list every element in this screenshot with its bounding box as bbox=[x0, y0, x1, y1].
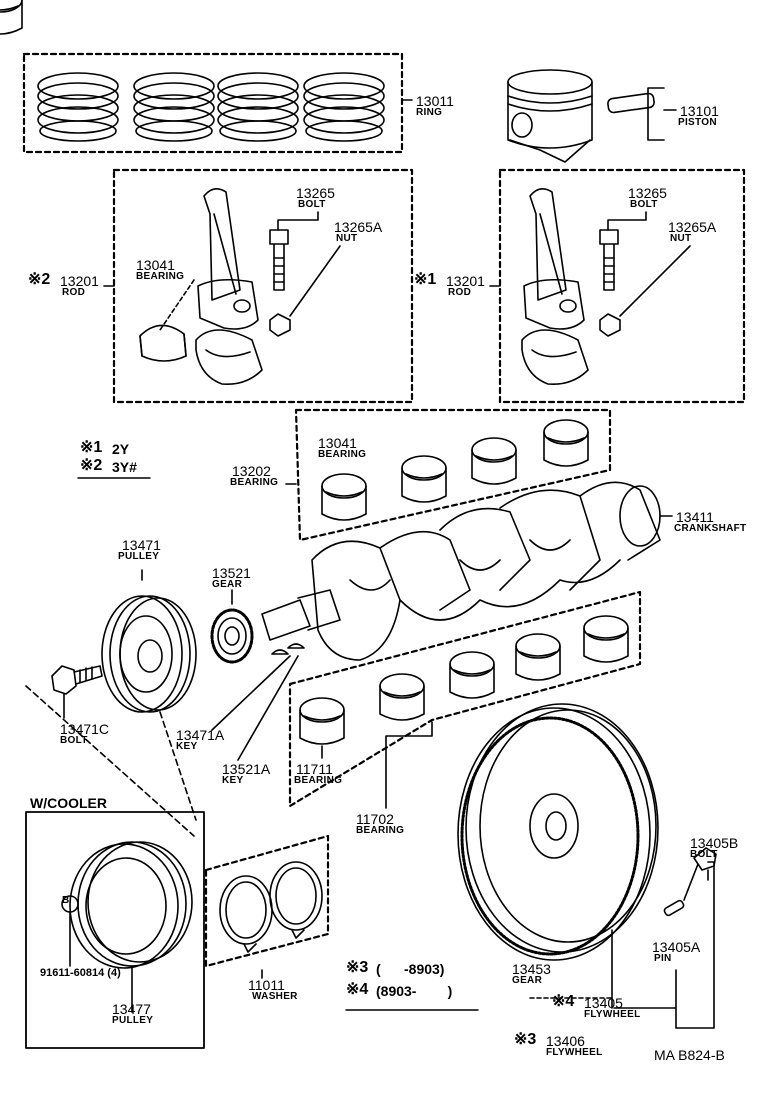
pulley-bolt-part-name: BOLT bbox=[60, 735, 88, 746]
timing-gear-drawing bbox=[210, 589, 305, 664]
note-1-text: 2Y bbox=[112, 441, 130, 457]
rod-right-part-number: 13201 bbox=[446, 273, 485, 289]
piston-part-name: PISTON bbox=[678, 117, 717, 128]
pin-part-name: PIN bbox=[654, 953, 672, 964]
crank-pulley-drawing bbox=[101, 569, 197, 713]
bolt-right-part-number: 13265 bbox=[628, 185, 667, 201]
rod-left-part-name: ROD bbox=[62, 287, 86, 298]
leader-lines bbox=[25, 655, 299, 837]
note-1-mark: ※1 bbox=[80, 439, 103, 456]
lower-bearing-set bbox=[288, 590, 642, 809]
rod-left-part-number: 13201 bbox=[60, 273, 99, 289]
rod-bearing-part-number: 13041 bbox=[136, 257, 175, 273]
lower-bearing-set-part-name: BEARING bbox=[356, 825, 405, 836]
ring-part-name: RING bbox=[416, 107, 443, 118]
washer-part-name: WASHER bbox=[252, 991, 298, 1002]
cooler-bolt-part-number: 91611-60814 (4) bbox=[40, 967, 121, 979]
gear-part-name: GEAR bbox=[212, 579, 243, 590]
diagram-code: MA B824-B bbox=[654, 1047, 725, 1063]
main-bearing-part-name: BEARING bbox=[294, 775, 343, 786]
connecting-rod-left bbox=[103, 168, 414, 404]
upper-bearing-part-name: BEARING bbox=[318, 449, 367, 460]
piston-drawing bbox=[507, 69, 677, 163]
ring-gear-part-name: GEAR bbox=[512, 975, 543, 986]
lower-bearing-set-part-number: 11702 bbox=[356, 811, 394, 827]
flywheel-4-mark: ※4 bbox=[552, 993, 575, 1010]
nut-right-part-number: 13265A bbox=[668, 219, 717, 235]
piston-part-number: 13101 bbox=[680, 103, 719, 119]
note-3-text: ( -8903) bbox=[376, 961, 445, 977]
nut-left-part-name: NUT bbox=[336, 233, 358, 244]
piston-ring-set bbox=[22, 52, 413, 154]
note-4-mark: ※4 bbox=[346, 981, 369, 998]
bolt-left-part-number: 13265 bbox=[296, 185, 335, 201]
key-a-part-number: 13471A bbox=[176, 727, 225, 743]
bearing-set-part-name: BEARING bbox=[230, 477, 279, 488]
pin-part-number: 13405A bbox=[652, 939, 701, 955]
upper-bearing-set bbox=[0, 0, 612, 542]
nut-left-part-number: 13265A bbox=[334, 219, 383, 235]
flywheel-3-part-number: 13406 bbox=[546, 1033, 585, 1049]
washer-part-number: 11011 bbox=[248, 977, 285, 993]
nut-right-part-name: NUT bbox=[670, 233, 692, 244]
bearing-set-part-number: 13202 bbox=[232, 463, 271, 479]
key-b-part-number: 13521A bbox=[222, 761, 271, 777]
note-2-mark: ※2 bbox=[80, 457, 103, 474]
pulley-bolt-drawing bbox=[51, 665, 103, 719]
cooler-pulley-box bbox=[25, 811, 205, 1049]
flywheel-4-part-number: 13405 bbox=[584, 995, 623, 1011]
crankshaft-drawing bbox=[261, 481, 673, 661]
note-2-text: 3Y# bbox=[112, 459, 137, 475]
main-bearing-part-number: 11711 bbox=[296, 761, 333, 777]
key-a-part-name: KEY bbox=[176, 741, 198, 752]
bolt-left-part-name: BOLT bbox=[298, 199, 326, 210]
w-cooler-label: W/COOLER bbox=[30, 795, 107, 811]
key-b-part-name: KEY bbox=[222, 775, 244, 786]
crankshaft-part-number: 13411 bbox=[676, 509, 714, 525]
thrust-washer-box bbox=[204, 834, 330, 979]
upper-bearing-part-number: 13041 bbox=[318, 435, 357, 451]
ring-gear-part-number: 13453 bbox=[512, 961, 551, 977]
flywheel-4-part-name: FLYWHEEL bbox=[584, 1009, 641, 1020]
bolt-right-part-name: BOLT bbox=[630, 199, 658, 210]
flywheel-3-part-name: FLYWHEEL bbox=[546, 1047, 603, 1058]
pulley-part-name: PULLEY bbox=[118, 551, 160, 562]
cooler-pulley-part-number: 13477 bbox=[112, 1001, 151, 1017]
note-4-text: (8903- ) bbox=[376, 983, 453, 999]
b-marker: B bbox=[62, 895, 70, 906]
flywheel-bolt-part-number: 13405B bbox=[690, 835, 739, 851]
ring-part-number: 13011 bbox=[416, 93, 454, 109]
flywheel-drawing bbox=[457, 703, 717, 1029]
note-3-mark: ※3 bbox=[346, 959, 369, 976]
flywheel-3-mark: ※3 bbox=[514, 1031, 537, 1048]
rod-left-mark: ※2 bbox=[28, 271, 51, 288]
gear-part-number: 13521 bbox=[212, 565, 251, 581]
crankshaft-part-name: CRANKSHAFT bbox=[674, 523, 747, 534]
cooler-pulley-part-name: PULLEY bbox=[112, 1015, 154, 1026]
pulley-bolt-part-number: 13471C bbox=[60, 721, 110, 737]
rod-right-part-name: ROD bbox=[448, 287, 472, 298]
rod-right-mark: ※1 bbox=[414, 271, 437, 288]
pulley-part-number: 13471 bbox=[122, 537, 161, 553]
rod-bearing-part-name: BEARING bbox=[136, 271, 185, 282]
flywheel-bolt-part-name: BOLT bbox=[690, 849, 718, 860]
connecting-rod-right bbox=[489, 168, 746, 404]
